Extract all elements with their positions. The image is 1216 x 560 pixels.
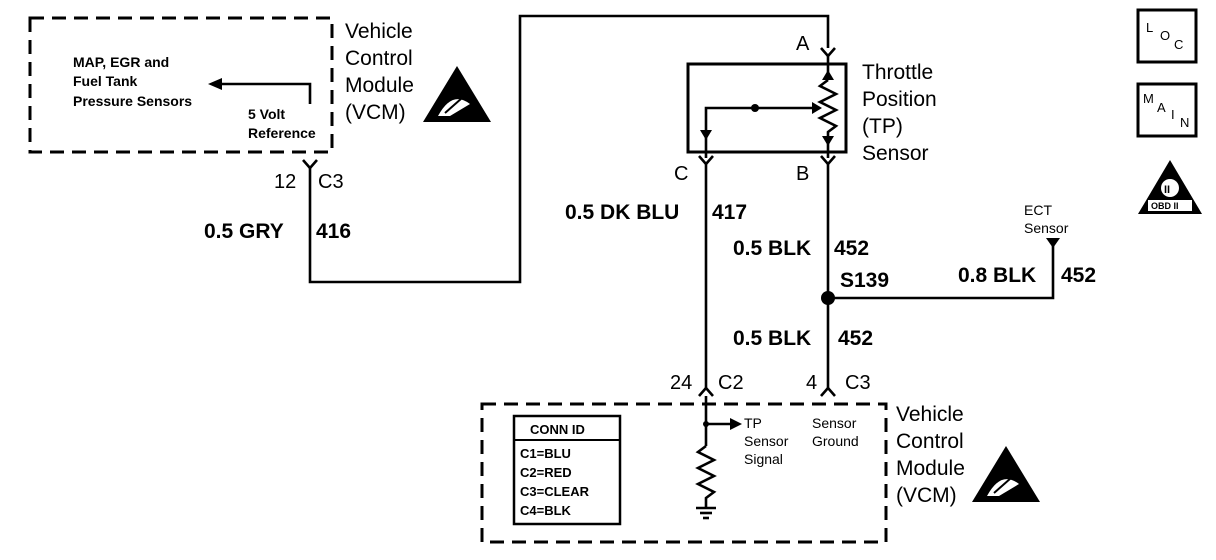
tp-terminal-b: B bbox=[796, 163, 809, 185]
wire-452-ect bbox=[828, 246, 1055, 300]
tp-signal-line-1: TP bbox=[744, 415, 762, 431]
reference-feed-wire bbox=[216, 82, 312, 104]
top-vcm-box bbox=[28, 16, 334, 154]
ref-line-1: 5 Volt bbox=[248, 106, 285, 122]
bottom-vcm-name-3: Module bbox=[896, 457, 965, 480]
obd-roman-numeral: II bbox=[1164, 184, 1170, 196]
tp-name-2: Position bbox=[862, 88, 937, 111]
sensor-ground-line-1: Sensor bbox=[812, 415, 857, 431]
reference-arrow-icon bbox=[208, 78, 222, 90]
tp-sensor-box bbox=[686, 62, 848, 154]
main-letter-a: A bbox=[1157, 100, 1166, 115]
conn-id-title: CONN ID bbox=[530, 422, 585, 437]
loc-letter-c: C bbox=[1174, 37, 1183, 52]
tp-terminal-c: C bbox=[674, 163, 688, 185]
tp-wiper-arrow-icon bbox=[812, 102, 822, 114]
obd-label: OBD II bbox=[1151, 201, 1179, 211]
main-letter-i: I bbox=[1171, 107, 1175, 122]
wire-416-gauge: 0.5 GRY bbox=[204, 220, 284, 243]
tp-wiper-dot bbox=[751, 104, 759, 112]
top-connector-id: C3 bbox=[318, 171, 344, 193]
bottom-pin-right: 4 bbox=[806, 372, 817, 394]
bottom-pin-left: 24 bbox=[670, 372, 692, 394]
bottom-vcm-name-2: Control bbox=[896, 430, 964, 453]
sensor-ground-line-2: Ground bbox=[812, 433, 859, 449]
bottom-vcm-label: Vehicle Control Module (VCM) bbox=[896, 403, 965, 507]
bottom-vcm-name-4: (VCM) bbox=[896, 484, 957, 507]
tp-arrow-a-icon bbox=[822, 70, 834, 80]
tp-sensor-label: Throttle Position (TP) Sensor bbox=[862, 61, 937, 165]
wire-452-ect-circuit: 452 bbox=[1061, 264, 1096, 287]
ect-line-2: Sensor bbox=[1024, 220, 1069, 236]
loc-letter-l: L bbox=[1146, 20, 1153, 35]
esd-warning-icon bbox=[423, 66, 491, 122]
terminal-a-connector-icon bbox=[820, 47, 836, 58]
main-letter-n: N bbox=[1180, 115, 1189, 130]
top-vcm-name-1: Vehicle bbox=[345, 20, 413, 43]
tp-wiper bbox=[704, 106, 820, 158]
obd-ii-icon[interactable]: II OBD II bbox=[1138, 160, 1202, 214]
tp-c-arrow-icon bbox=[700, 130, 712, 140]
tp-name-3: (TP) bbox=[862, 115, 903, 138]
ground-icon bbox=[696, 506, 716, 520]
wire-452-ect-gauge: 0.8 BLK bbox=[958, 264, 1036, 287]
main-letter-m: M bbox=[1143, 91, 1154, 106]
sensors-line-1: MAP, EGR and bbox=[73, 54, 169, 70]
wire-416 bbox=[308, 14, 830, 284]
sensors-line-3: Pressure Sensors bbox=[73, 93, 192, 109]
wire-452-upper-circuit: 452 bbox=[834, 237, 869, 260]
pull-down-resistor-icon bbox=[695, 444, 717, 508]
ect-connector-icon bbox=[1046, 238, 1060, 248]
tp-terminal-a: A bbox=[796, 33, 810, 55]
top-vcm-name-2: Control bbox=[345, 47, 413, 70]
conn-id-row-1: C1=BLU bbox=[520, 446, 571, 461]
loc-letter-o: O bbox=[1160, 28, 1170, 43]
signal-arrow-icon bbox=[730, 418, 742, 430]
tp-name-1: Throttle bbox=[862, 61, 933, 84]
main-icon[interactable]: M A I N bbox=[1136, 82, 1198, 138]
conn-id-table: CONN ID C1=BLU C2=RED C3=CLEAR C4=BLK bbox=[512, 414, 622, 526]
top-connector-icon bbox=[302, 159, 318, 170]
sensors-line-2: Fuel Tank bbox=[73, 73, 138, 89]
bottom-c3-connector-icon bbox=[820, 386, 836, 397]
conn-id-row-2: C2=RED bbox=[520, 465, 572, 480]
tp-signal-line-2: Sensor bbox=[744, 433, 789, 449]
conn-id-row-4: C4=BLK bbox=[520, 503, 572, 518]
wire-417-circuit: 417 bbox=[712, 201, 747, 224]
top-pin-number: 12 bbox=[274, 171, 296, 193]
bottom-vcm-name-1: Vehicle bbox=[896, 403, 964, 426]
wire-416-circuit: 416 bbox=[316, 220, 351, 243]
ect-line-1: ECT bbox=[1024, 202, 1052, 218]
top-vcm-name-3: Module bbox=[345, 74, 414, 97]
loc-icon[interactable]: L O C bbox=[1136, 8, 1198, 64]
bottom-conn-left: C2 bbox=[718, 372, 744, 394]
esd-warning-icon bbox=[972, 446, 1040, 502]
bottom-c2-connector-icon bbox=[698, 386, 714, 397]
tp-potentiometer-icon bbox=[817, 78, 839, 158]
tp-signal-line-3: Signal bbox=[744, 451, 783, 467]
wire-452-lower-circuit: 452 bbox=[838, 327, 873, 350]
bottom-vcm-box bbox=[480, 402, 888, 544]
conn-id-row-3: C3=CLEAR bbox=[520, 484, 590, 499]
top-vcm-name-4: (VCM) bbox=[345, 101, 406, 124]
wire-452-upper-gauge: 0.5 BLK bbox=[733, 237, 811, 260]
top-vcm-label: Vehicle Control Module (VCM) bbox=[345, 20, 414, 124]
ref-line-2: Reference bbox=[248, 125, 316, 141]
wire-452-lower-gauge: 0.5 BLK bbox=[733, 327, 811, 350]
tp-name-4: Sensor bbox=[862, 142, 929, 165]
wire-417-gauge: 0.5 DK BLU bbox=[565, 201, 679, 224]
splice-label: S139 bbox=[840, 269, 889, 292]
bottom-conn-right: C3 bbox=[845, 372, 871, 394]
tp-b-arrow-icon bbox=[822, 136, 834, 146]
